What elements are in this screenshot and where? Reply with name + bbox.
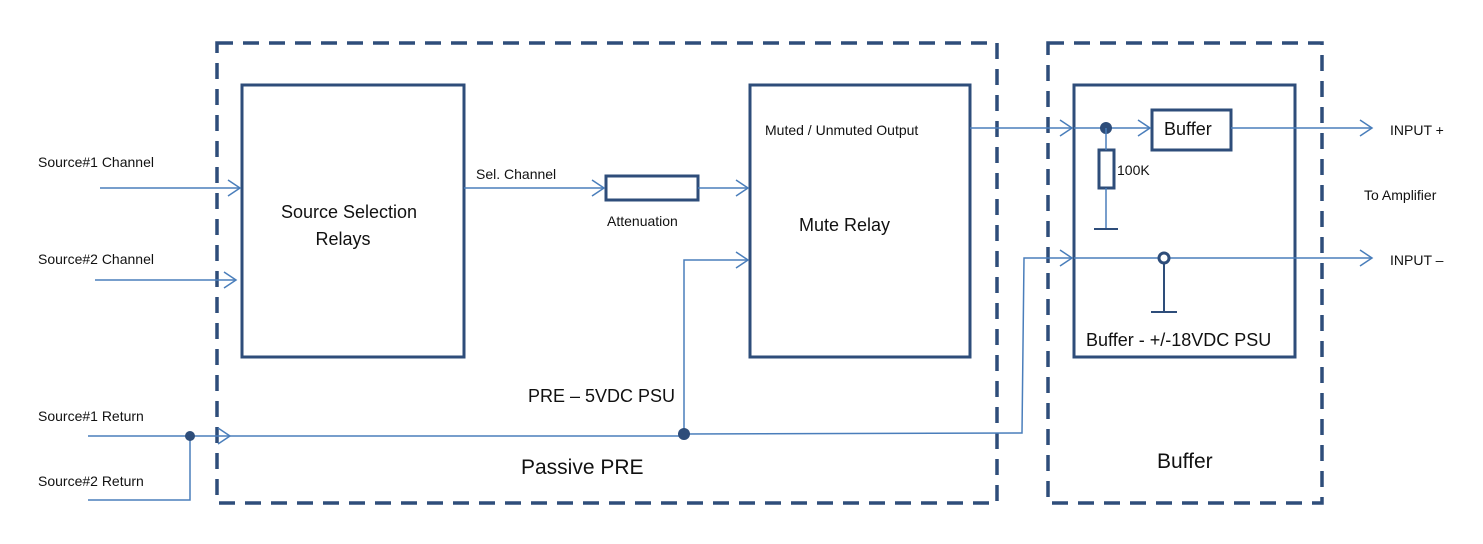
return-junction-left (185, 431, 195, 441)
sel-channel-label: Sel. Channel (476, 166, 556, 182)
passive-pre-enclosure (215, 41, 999, 505)
pre-psu-wire (683, 251, 750, 434)
attenuation-out-wire (698, 179, 750, 197)
resistor-label: 100K (1117, 162, 1150, 178)
buffer-amp-block (1150, 108, 1233, 152)
source-selection-relays-block (240, 83, 466, 359)
source2-channel-label: Source#2 Channel (38, 251, 154, 267)
source1-return-label: Source#1 Return (38, 408, 144, 424)
input-minus-junction (1157, 251, 1171, 265)
source-selection-label-line1: Source Selection (281, 202, 417, 222)
source1-channel-wire (100, 179, 242, 197)
pre-psu-label: PRE – 5VDC PSU (528, 386, 675, 406)
source1-channel-label: Source#1 Channel (38, 154, 154, 170)
source2-return-label: Source#2 Return (38, 473, 144, 489)
resistor-100k (1097, 148, 1116, 190)
input-plus-label: INPUT + (1390, 122, 1444, 138)
muted-output-label: Muted / Unmuted Output (765, 122, 918, 138)
buffer-psu-label: Buffer - +/-18VDC PSU (1086, 330, 1271, 350)
input-plus-wire (1231, 119, 1374, 137)
mute-relay-label: Mute Relay (799, 215, 890, 235)
mute-relay-block (748, 83, 972, 359)
return-junction-psu (678, 428, 690, 440)
source-selection-label-line2: Relays (315, 229, 370, 249)
attenuation-block (604, 174, 700, 202)
input-minus-wire (1074, 249, 1374, 267)
source2-channel-wire (95, 271, 238, 289)
sel-channel-wire (464, 179, 606, 197)
buffer-amp-label: Buffer (1164, 119, 1212, 139)
attenuation-label: Attenuation (607, 213, 678, 229)
buffer-enclosure (1046, 41, 1324, 505)
to-amplifier-label: To Amplifier (1364, 187, 1437, 203)
passive-pre-title: Passive PRE (521, 456, 644, 479)
buffer-title: Buffer (1157, 450, 1213, 473)
input-minus-label: INPUT – (1390, 252, 1444, 268)
